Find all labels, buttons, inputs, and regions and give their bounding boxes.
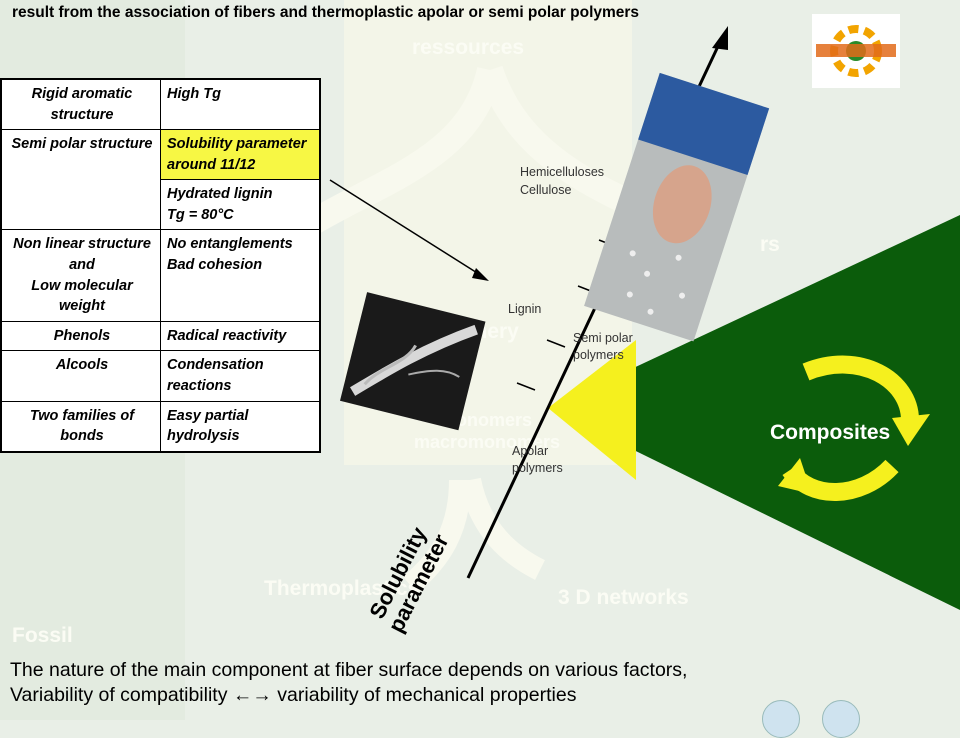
table-cell: Hydrated lignin Tg = 80°C	[160, 179, 321, 231]
label-lignin: Lignin	[508, 302, 542, 316]
bg-word-fossil: Fossil	[12, 624, 73, 647]
label-apolar-polymers: polymers	[512, 461, 563, 475]
cell-line: High Tg	[167, 86, 221, 102]
label-cellulose: Cellulose	[520, 183, 572, 197]
bottom-caption: The nature of the main component at fibe…	[10, 658, 687, 709]
nav-previous-button[interactable]	[762, 700, 800, 738]
table-row: Hydrated lignin Tg = 80°C	[1, 179, 321, 231]
table-cell: Easy partial hydrolysis	[160, 400, 321, 453]
cycle-arrowhead-bottom	[778, 458, 812, 494]
bg-word-ressources: ressources	[412, 36, 525, 59]
table-row: Semi polar structure Solubility paramete…	[0, 129, 321, 231]
table-cell: Condensation reactions	[160, 350, 321, 402]
green-triangle	[548, 215, 960, 610]
cell-line: Bad cohesion	[167, 257, 263, 274]
cell-line: Hydrated lignin	[167, 186, 273, 203]
cell-line: Easy partial hydrolysis	[167, 407, 249, 445]
axis-arrowhead	[712, 26, 728, 50]
table-row: Non linear structure and Low molecular w…	[0, 229, 321, 322]
pointer-arrow-line	[329, 179, 483, 277]
table-cell: Rigid aromatic structure	[0, 78, 161, 131]
nav-next-button[interactable]	[822, 700, 860, 738]
label-apolar: Apolar	[512, 444, 549, 458]
cell-line: Condensation reactions	[167, 357, 264, 394]
label-hemicelluloses: Hemicelluloses	[520, 165, 605, 179]
bg-word-monomers: monomers	[440, 410, 533, 430]
properties-table: Rigid aromatic structure High Tg Semi po…	[0, 78, 321, 453]
axis-tick	[516, 382, 536, 391]
cell-line: Low molecular weight	[31, 277, 133, 315]
table-row: Two families of bonds Easy partial hydro…	[0, 400, 321, 453]
cell-line: Radical reactivity	[167, 327, 287, 344]
table-cell: Two families of bonds	[0, 400, 161, 453]
caption-line-1: The nature of the main component at fibe…	[10, 659, 688, 681]
cell-line: Solubility parameter around 11/12	[167, 136, 307, 173]
composites-diagram	[329, 26, 960, 610]
cell-line: No entanglements	[167, 236, 293, 253]
table-row: Rigid aromatic structure High Tg	[0, 78, 321, 131]
matorna-logo	[812, 14, 900, 88]
table-cell-highlighted: Solubility parameter around 11/12	[160, 129, 321, 181]
granules-photo	[584, 72, 770, 342]
bg-word-networks: 3 D networks	[558, 586, 689, 609]
caption-line-2: Variability of compatibility ←→ variabil…	[10, 684, 577, 707]
yellow-triangle	[548, 340, 636, 480]
label-semi-polar-polymers: polymers	[573, 348, 624, 362]
cell-line: Non linear structure	[13, 236, 151, 253]
table-cell: Non linear structure and Low molecular w…	[0, 229, 161, 322]
bg-word-macromonomers: macromonomers	[414, 432, 561, 452]
bg-word-rs: rs	[760, 233, 780, 256]
table-cell: Alcools	[0, 350, 161, 402]
fiber-micrograph-photo	[339, 292, 486, 431]
table-cell: No entanglements Bad cohesion	[160, 229, 321, 322]
logo-graphic	[816, 25, 896, 77]
table-row: Alcools Condensation reactions	[0, 350, 321, 402]
table-cell: High Tg	[160, 78, 321, 131]
pointer-arrowhead	[472, 268, 489, 281]
cell-line: Tg = 80°C	[167, 206, 234, 223]
slide-title: result from the association of fibers an…	[12, 4, 640, 21]
table-cell: Semi polar structure	[0, 129, 161, 231]
cycle-arrowhead-top	[892, 414, 930, 446]
label-semi-polar: Semi polar	[573, 331, 633, 345]
composites-label: Composites	[770, 421, 891, 444]
cycle-arrow-top	[802, 355, 919, 421]
cell-line: and	[69, 257, 95, 274]
axis-tick	[546, 339, 566, 348]
table-row: Phenols Radical reactivity	[0, 320, 321, 352]
bg-word-thermoplastics: Thermoplastics	[264, 577, 420, 600]
